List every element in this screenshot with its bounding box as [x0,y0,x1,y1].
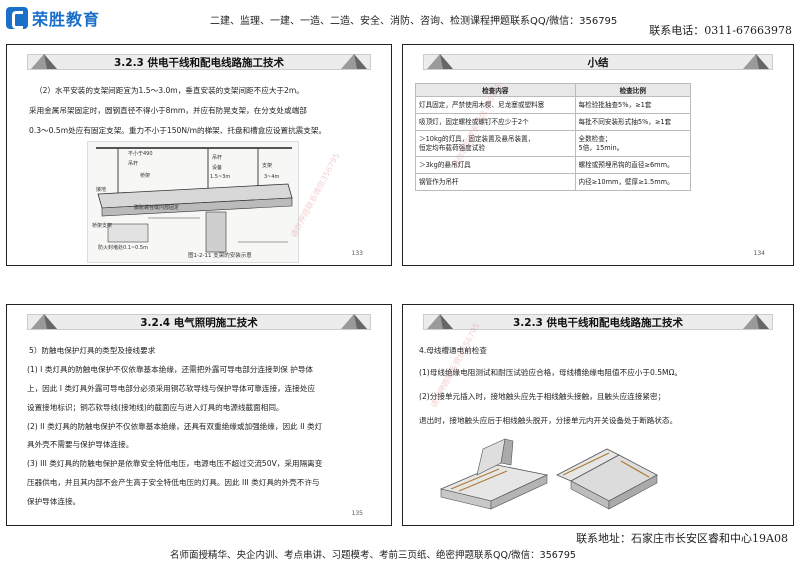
table-row: 灯具固定，严禁使用木楔、尼龙塞或塑料塞 每检验批抽查5%，≥1套 [415,96,691,114]
text-line: (3) III 类灯具的防触电保护是依靠安全特低电压，电源电压不超过交流50V，… [27,459,323,468]
header-phone: 联系电话：0311-67663978 [649,24,792,37]
diagram-label: 1.5~3m [210,174,231,180]
table-cell: 螺栓或预埋吊钩的直径≥6mm。 [574,156,691,174]
text-line: 上，因此 I 类灯具外露可导电部分必须采用铜芯软导线与保护导体可靠连接，连接处应 [27,384,316,393]
pyramid-decor-icon [427,54,453,69]
slide-title: 3.2.3 供电干线和配电线路施工技术 [113,57,285,69]
table-cell: 内径≥10mm，壁厚≥1.5mm。 [574,173,691,191]
table-cell: ＞10kg的灯具，固定装置及悬吊装置， 恒定均布载荷强度试验 [415,130,576,157]
table-header: 检查内容 [415,83,576,97]
text-line: (1)母线绝缘电阻测试和耐压试验应合格，母线槽绝缘电阻值不应小于0.5MΩ。 [419,368,682,377]
diagram-label: 吊杆 [128,161,139,167]
diagram-label: 防火封堵处0.1~0.5m [98,245,148,251]
table-row: ＞10kg的灯具，固定装置及悬吊装置， 恒定均布载荷强度试验 全数检查； 5倍，… [415,130,691,157]
slide-135: 3.2.4 电气照明施工技术 5）防触电保护灯具的类型及接线要求 (1) I 类… [6,304,392,526]
text-line: 保护导体连接。 [27,497,81,506]
slide-title-bar: 3.2.4 电气照明施工技术 [7,312,391,332]
text-line: 5）防触电保护灯具的类型及接线要求 [29,346,156,355]
bracket-installation-diagram: 不小于490 吊杆 桥架 接地 膨胀螺栓或内部固定 桥架支架 防火封堵处0.1~… [87,141,299,263]
slide-134: 小结 检查内容 检查比例 灯具固定，严禁使用木楔、尼龙塞或塑料塞 每检验批抽查5… [402,44,794,266]
bracket-drawing [96,147,293,253]
text-line: 压器供电，并且其内部不会产生高于安全特低电压的灯具。因此 III 类灯具的外壳不… [27,478,320,487]
table-row: 吸顶灯，固定螺栓或螺钉不应少于2个 每批不同安装形式抽5%，≥1套 [415,113,691,131]
diagram-label: 桥架 [140,173,151,179]
diagram-label: 吊杆 [212,155,223,161]
page-header: 荣胜教育 二建、监理、一建、一造、二造、安全、消防、咨询、检测课程押题联系QQ/… [0,0,800,40]
footer-address: 联系地址：石家庄市长安区睿和中心19A08 [576,532,788,545]
table-row: 钢管作为吊杆 内径≥10mm，壁厚≥1.5mm。 [415,173,691,191]
slide-title-bar: 3.2.3 供电干线和配电线路施工技术 [7,52,391,72]
header-courses: 二建、监理、一建、一造、二造、安全、消防、咨询、检测课程押题联系QQ/微信：35… [210,16,618,27]
diagram-label: 支架 [262,163,273,169]
title-bar-bg [423,314,773,330]
text-line: 具外壳不需要与保护导体连接。 [27,440,134,449]
pyramid-decor-icon [427,314,453,329]
table-cell: 钢管作为吊杆 [415,173,576,191]
text-line: 设置接地标识；铜芯软导线(接地线)的截面应与进入灯具的电源线截面相同。 [27,403,284,412]
brand-logo: 荣胜教育 [6,6,100,30]
table-cell: 灯具固定，严禁使用木楔、尼龙塞或塑料塞 [415,96,576,114]
slide-title: 3.2.3 供电干线和配电线路施工技术 [512,317,684,329]
title-bar-bg [27,314,371,330]
pyramid-decor-icon [341,54,367,69]
page-number: 133 [351,250,363,257]
busway-photo [439,438,658,510]
table-cell: 每批不同安装形式抽5%，≥1套 [574,113,691,131]
text-line: 采用金属吊架固定时，圆钢直径不得小于8mm，并应有防晃支架，在分支处或端部 [29,106,307,115]
table-header: 检查比例 [574,83,691,97]
diagram-label: 膨胀螺栓或内部固定 [134,205,180,211]
logo-text: 荣胜教育 [32,10,101,29]
slide-title-bar: 小结 [403,52,793,72]
table-row: ＞3kg的悬吊灯具 螺栓或预埋吊钩的直径≥6mm。 [415,156,691,174]
diagram-label: 3~4m [264,174,280,180]
slide-title: 小结 [587,57,609,69]
title-bar-bg [423,54,773,70]
summary-table: 检查内容 检查比例 灯具固定，严禁使用木楔、尼龙塞或塑料塞 每检验批抽查5%，≥… [415,83,691,191]
pyramid-decor-icon [743,314,769,329]
text-line: 4.母线槽通电前检查 [419,346,487,355]
logo-icon [6,7,28,29]
table-cell: 每检验批抽查5%，≥1套 [574,96,691,114]
slide-136: 3.2.3 供电干线和配电线路施工技术 4.母线槽通电前检查 (1)母线绝缘电阻… [402,304,794,526]
diagram-label: 接地 [96,187,107,193]
text-line: (2) II 类灯具的防触电保护不仅依靠基本绝缘，还具有双重绝缘或加强绝缘，因此… [27,422,323,431]
pyramid-decor-icon [31,54,57,69]
footer-courses: 名师面授精华、央企内训、考点串讲、习题模考、考前三页纸、绝密押题联系QQ/微信：… [170,550,576,561]
table-header-row: 检查内容 检查比例 [415,83,691,97]
diagram-label: 桥架支架 [92,223,113,229]
table-cell: 全数检查； 5倍，15min。 [574,130,691,157]
text-line: 退出时，接地触头应后于相线触头脱开，分接单元内开关设备处于断路状态。 [419,416,678,425]
text-line: （2）水平安装的支架间距宜为1.5～3.0m，垂直安装的支架间距不应大于2m。 [35,86,304,95]
title-bar-bg [27,54,371,70]
text-line: 0.3～0.5m处应有固定支架。重力不小于150N/m的梯架、托盘和槽盒应设置抗… [29,126,327,135]
diagram-caption: 图1-2-11 支架的安装示意 [188,253,252,259]
page-number: 135 [351,510,363,517]
pyramid-decor-icon [31,314,57,329]
slide-title: 3.2.4 电气照明施工技术 [140,317,258,329]
slide-133: 3.2.3 供电干线和配电线路施工技术 （2）水平安装的支架间距宜为1.5～3.… [6,44,392,266]
page-number: 134 [753,250,765,257]
slide-title-bar: 3.2.3 供电干线和配电线路施工技术 [403,312,793,332]
pyramid-decor-icon [743,54,769,69]
text-line: (1) I 类灯具的防触电保护不仅依靠基本绝缘，还需把外露可导电部分连接到保 护… [27,365,314,374]
diagram-label: 设备 [212,165,223,171]
diagram-label: 不小于490 [128,151,153,157]
table-cell: 吸顶灯，固定螺栓或螺钉不应少于2个 [415,113,576,131]
text-line: (2)分接单元插入时，接地触头应先于相线触头接触，且触头应连接紧密； [419,392,666,401]
table-cell: ＞3kg的悬吊灯具 [415,156,576,174]
pyramid-decor-icon [341,314,367,329]
